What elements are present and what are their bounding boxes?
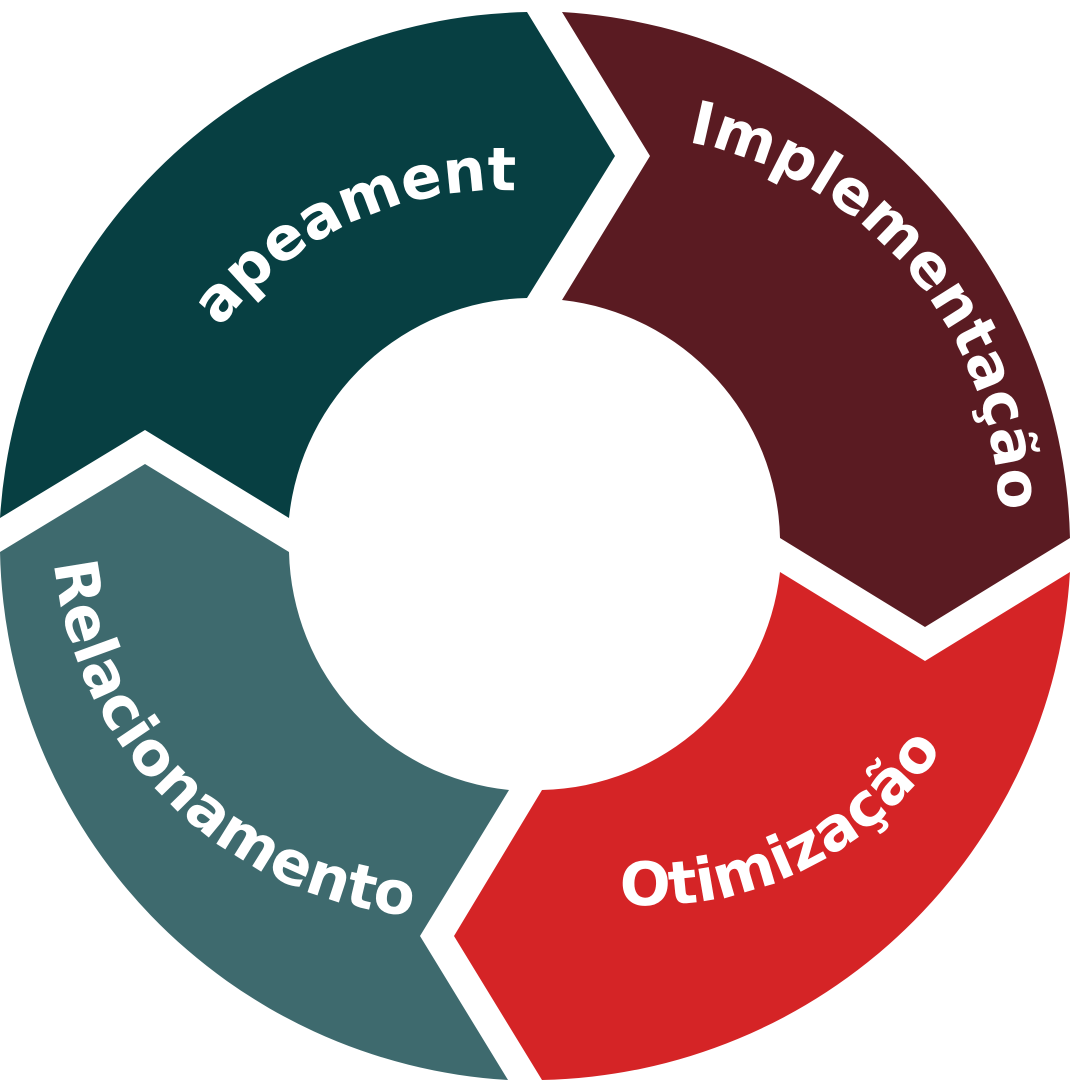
segment-mapeamento: Mapeamento <box>0 0 615 518</box>
segment-relacionamento-shape <box>0 464 509 1080</box>
segment-relacionamento: Relacionamento <box>0 464 509 1080</box>
segment-implementacao-shape <box>562 12 1070 627</box>
segment-implementacao: Implementação <box>562 12 1070 627</box>
segment-otimizacao-shape <box>454 572 1070 1080</box>
segment-mapeamento-shape <box>0 12 615 518</box>
segment-otimizacao: Otimização <box>454 572 1070 1080</box>
